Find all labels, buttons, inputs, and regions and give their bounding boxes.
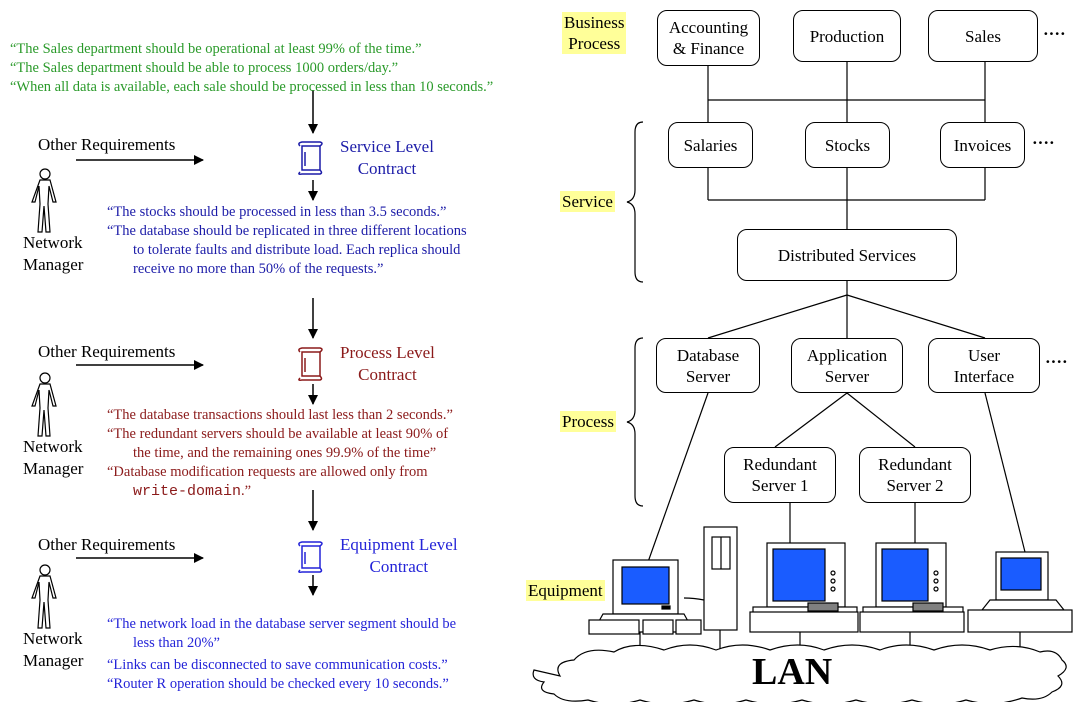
process-node-line2: Interface (953, 366, 1015, 386)
service-contract-line2: Contract (357, 159, 417, 178)
brace-icon (626, 121, 644, 507)
person-icon (31, 168, 57, 629)
process-contract-line2: Contract (358, 365, 417, 384)
service-node-invoices: Invoices (940, 122, 1025, 168)
business-node-accounting: Accounting & Finance (657, 10, 760, 66)
other-requirements-label: Other Requirements (38, 342, 176, 361)
process-requirement: the time, and the remaining ones 99.9% o… (133, 445, 437, 461)
equipment-requirement: “Router R operation should be checked ev… (107, 676, 449, 692)
network-manager-label: Network Manager (23, 232, 83, 276)
more-ellipsis: ···· (1043, 24, 1066, 43)
business-node-line1: Accounting (668, 18, 749, 37)
equipment-requirement: less than 20%” (133, 635, 220, 651)
network-manager-line1: Network (23, 629, 83, 648)
network-manager-label: Network Manager (23, 436, 83, 480)
process-contract-line1: Process Level (340, 343, 435, 362)
equipment-requirement: “The network load in the database server… (107, 616, 457, 632)
other-requirements-label: Other Requirements (38, 535, 176, 554)
scroll-icon (298, 141, 323, 573)
network-manager-line2: Manager (23, 459, 84, 478)
other-requirements-label: Other Requirements (38, 135, 176, 154)
service-contract-line1: Service Level (340, 137, 434, 156)
network-manager-line1: Network (23, 233, 83, 252)
sla-requirement: “When all data is available, each sale s… (10, 79, 494, 95)
process-node-line1: Database (676, 345, 740, 365)
write-domain-code: write-domain (133, 483, 242, 500)
redundant-node-line1: Redundant (878, 455, 952, 474)
redundant-node-line2: Server 2 (886, 476, 944, 495)
process-layer-label: Process (560, 411, 616, 432)
business-process-line2: Process (568, 34, 621, 53)
lan-cloud (532, 644, 1067, 702)
equipment-layer-label: Equipment (526, 580, 605, 601)
redundant-node-line2: Server 1 (751, 476, 809, 495)
sla-requirement: “The Sales department should be able to … (10, 60, 399, 76)
business-node-line2: & Finance (672, 39, 745, 58)
process-requirement: “The redundant servers should be availab… (107, 426, 449, 442)
service-requirement: receive no more than 50% of the requests… (133, 261, 384, 277)
distributed-services-node: Distributed Services (737, 229, 957, 281)
network-manager-line2: Manager (23, 255, 84, 274)
more-ellipsis: ···· (1032, 133, 1055, 152)
equipment-contract-label: Equipment Level Contract (340, 534, 458, 578)
process-requirement: “Database modification requests are allo… (107, 464, 428, 480)
sla-requirement: “The Sales department should be operatio… (10, 41, 422, 57)
service-requirement: to tolerate faults and distribute load. … (133, 242, 461, 258)
process-contract-label: Process Level Contract (340, 342, 435, 386)
equipment-contract-line2: Contract (369, 557, 429, 576)
network-manager-line2: Manager (23, 651, 84, 670)
service-requirement: “The database should be replicated in th… (107, 223, 467, 239)
network-manager-label: Network Manager (23, 628, 83, 672)
process-requirement-code-line: write-domain.” (107, 482, 251, 501)
service-requirement: “The stocks should be processed in less … (107, 204, 447, 220)
business-process-line1: Business (564, 13, 625, 32)
lan-label: LAN (752, 651, 833, 693)
service-node-salaries: Salaries (668, 122, 753, 168)
business-node-production: Production (793, 10, 901, 62)
process-node-line2: Server (824, 366, 870, 386)
service-layer-label: Service (560, 191, 615, 212)
computer-icon (588, 526, 1073, 635)
equipment-contract-line1: Equipment Level (340, 535, 458, 554)
business-process-layer-label: Business Process (562, 12, 627, 54)
process-node-line1: Application (806, 345, 888, 365)
redundant-node-line1: Redundant (743, 455, 817, 474)
hierarchy-lines (647, 62, 1026, 563)
process-requirement-tail: .” (241, 483, 252, 499)
equipment-requirement: “Links can be disconnected to save commu… (107, 657, 448, 673)
process-node-line2: Server (685, 366, 731, 386)
more-ellipsis: ···· (1045, 352, 1068, 371)
process-node-line1: User (967, 345, 1001, 365)
service-node-stocks: Stocks (805, 122, 890, 168)
process-requirement: “The database transactions should last l… (107, 407, 453, 423)
network-manager-line1: Network (23, 437, 83, 456)
business-node-sales: Sales (928, 10, 1038, 62)
service-contract-label: Service Level Contract (340, 136, 434, 180)
